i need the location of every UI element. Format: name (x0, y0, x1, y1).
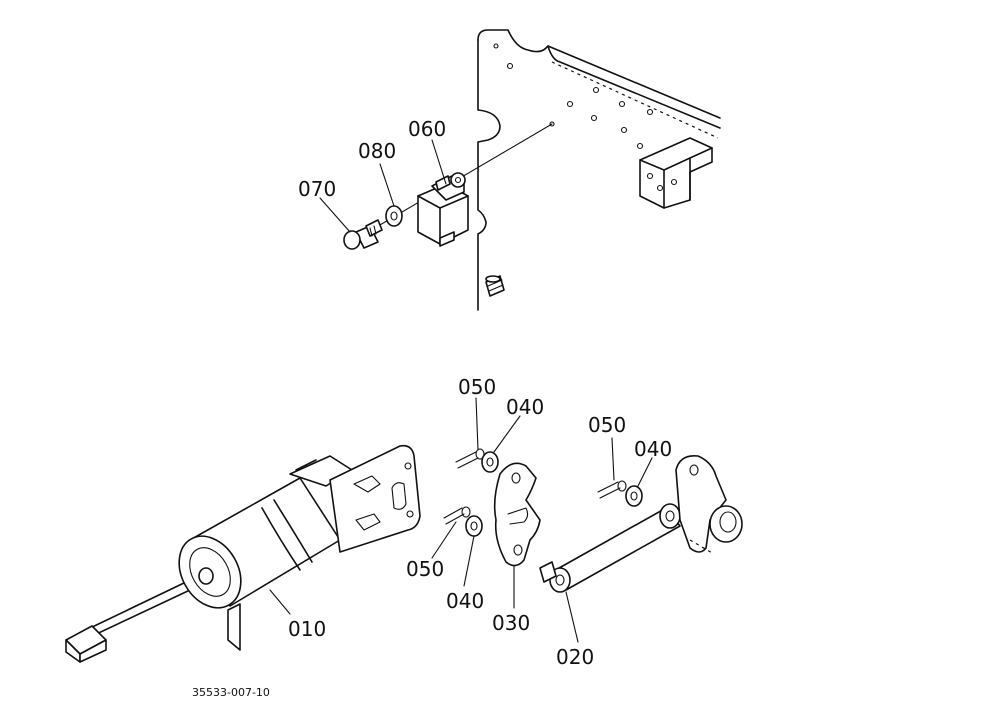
leader-050-right (611, 437, 615, 481)
label-050-right: 050 (588, 413, 626, 437)
cotter-pin-050-upper (455, 448, 485, 469)
frame-plate (477, 29, 721, 311)
solenoid-010 (65, 444, 421, 663)
washer-040-upper (481, 451, 499, 473)
label-080: 080 (358, 139, 396, 163)
label-070: 070 (298, 177, 336, 201)
leader-040-upper (493, 415, 521, 453)
label-060: 060 (408, 117, 446, 141)
connector (65, 625, 107, 663)
washer-080 (385, 205, 403, 227)
label-050-upper: 050 (458, 375, 496, 399)
mounting-bracket (639, 137, 713, 209)
label-040-right: 040 (634, 437, 672, 461)
washer-040-lower (465, 515, 483, 537)
axis-hole (549, 121, 555, 127)
lever-arm (675, 454, 743, 555)
relay-060 (417, 172, 469, 247)
leader-040-lower (463, 535, 475, 587)
rod-020 (539, 503, 681, 593)
leader-020 (565, 591, 579, 643)
label-040-lower: 040 (446, 589, 484, 613)
leader-010 (269, 589, 291, 615)
label-050-lower: 050 (406, 557, 444, 581)
label-020: 020 (556, 645, 594, 669)
bolt-070 (343, 219, 383, 250)
label-010: 010 (288, 617, 326, 641)
reference-number: 35533-007-10 (192, 686, 270, 699)
leader-060 (431, 139, 447, 185)
leader-070 (319, 197, 351, 233)
lever-plate-030 (493, 462, 541, 567)
cotter-pin-050-right (597, 480, 627, 499)
leader-050-lower (431, 521, 457, 559)
leader-050-upper (475, 397, 479, 451)
leader-080 (379, 163, 395, 207)
cotter-pin-050-lower (443, 506, 471, 525)
stud (485, 275, 505, 297)
washer-040-right (625, 485, 643, 507)
leader-040-right (637, 457, 653, 487)
label-040-upper: 040 (506, 395, 544, 419)
label-030: 030 (492, 611, 530, 635)
